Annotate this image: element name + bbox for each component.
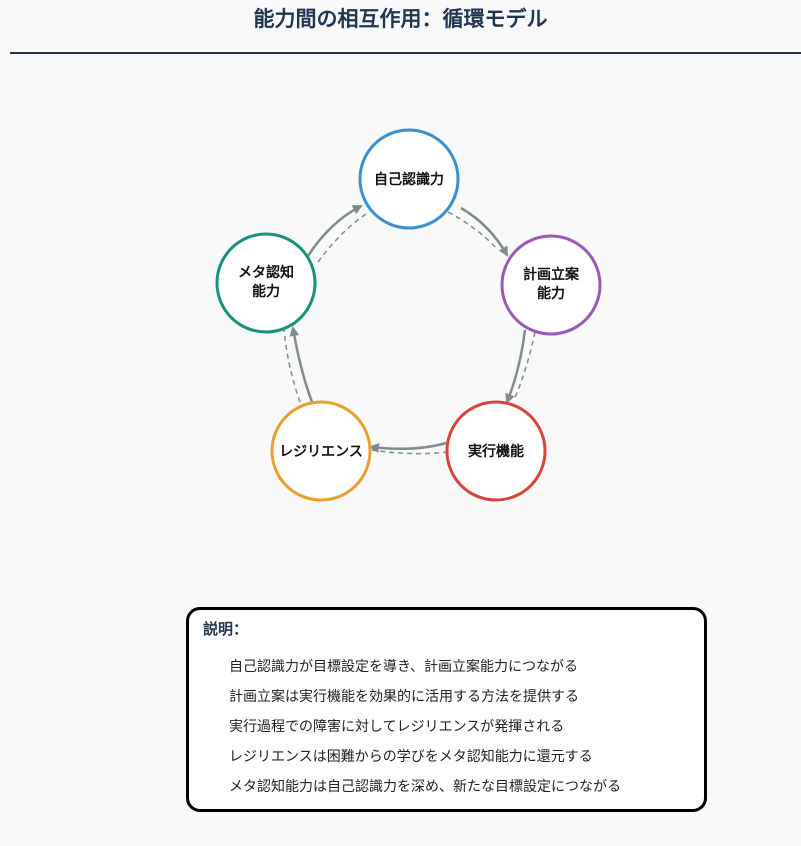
node-resilience: レジリエンス	[270, 400, 372, 502]
arrow-resilience-to-metacognition	[289, 326, 314, 403]
node-label: 能力	[537, 285, 565, 302]
dashed-planning-execution	[513, 331, 536, 401]
node-label: レジリエンス	[279, 444, 363, 460]
cycle-diagram: 自己認識力 計画立案 能力 実行機能 レジリエンス メタ認知 能力	[215, 128, 602, 502]
arrow-self-to-planning	[460, 206, 509, 257]
node-self-awareness: 自己認識力	[358, 128, 460, 230]
arrow-execution-to-resilience	[369, 441, 447, 453]
node-metacognition: メタ認知 能力	[215, 232, 317, 334]
legend-item: 計画立案は実行機能を効果的に活用する方法を提供する	[229, 689, 579, 705]
legend-item: メタ認知能力は自己認識力を深め、新たな目標設定につながる	[229, 779, 621, 795]
legend-title: 説明：	[203, 620, 249, 638]
node-label: 実行機能	[468, 443, 524, 460]
node-circle	[215, 232, 317, 334]
arrow-planning-to-execution	[505, 329, 527, 404]
page-title: 能力間の相互作用：循環モデル	[253, 7, 548, 31]
node-execution: 実行機能	[445, 400, 547, 502]
legend-item: レジリエンスは困難からの学びをメタ認知能力に還元する	[229, 749, 593, 765]
legend-item: 実行過程での障害に対してレジリエンスが発揮される	[229, 719, 565, 735]
node-label: メタ認知	[238, 264, 294, 281]
node-label: 能力	[252, 283, 280, 300]
node-label: 計画立案	[523, 266, 580, 283]
node-circle	[358, 128, 460, 230]
node-circle	[445, 400, 547, 502]
legend-list: 自己認識力が目標設定を導き、計画立案能力につながる 計画立案は実行機能を効果的に…	[229, 652, 621, 802]
legend-panel: 説明： 自己認識力が目標設定を導き、計画立案能力につながる 計画立案は実行機能を…	[186, 607, 707, 812]
node-label: 自己認識力	[374, 171, 444, 188]
arrow-metacognition-to-self	[306, 204, 363, 257]
dashed-execution-resilience	[371, 449, 449, 455]
node-circle	[270, 400, 372, 502]
dashed-metacognition-self	[317, 213, 367, 263]
solid-arrows	[289, 204, 527, 453]
node-circle	[500, 234, 602, 336]
title-divider	[10, 52, 801, 54]
dashed-links	[283, 211, 536, 455]
node-planning: 計画立案 能力	[500, 234, 602, 336]
dashed-resilience-metacognition	[283, 329, 301, 403]
legend-item: 自己認識力が目標設定を導き、計画立案能力につながる	[229, 659, 579, 675]
dashed-self-planning	[447, 211, 499, 251]
